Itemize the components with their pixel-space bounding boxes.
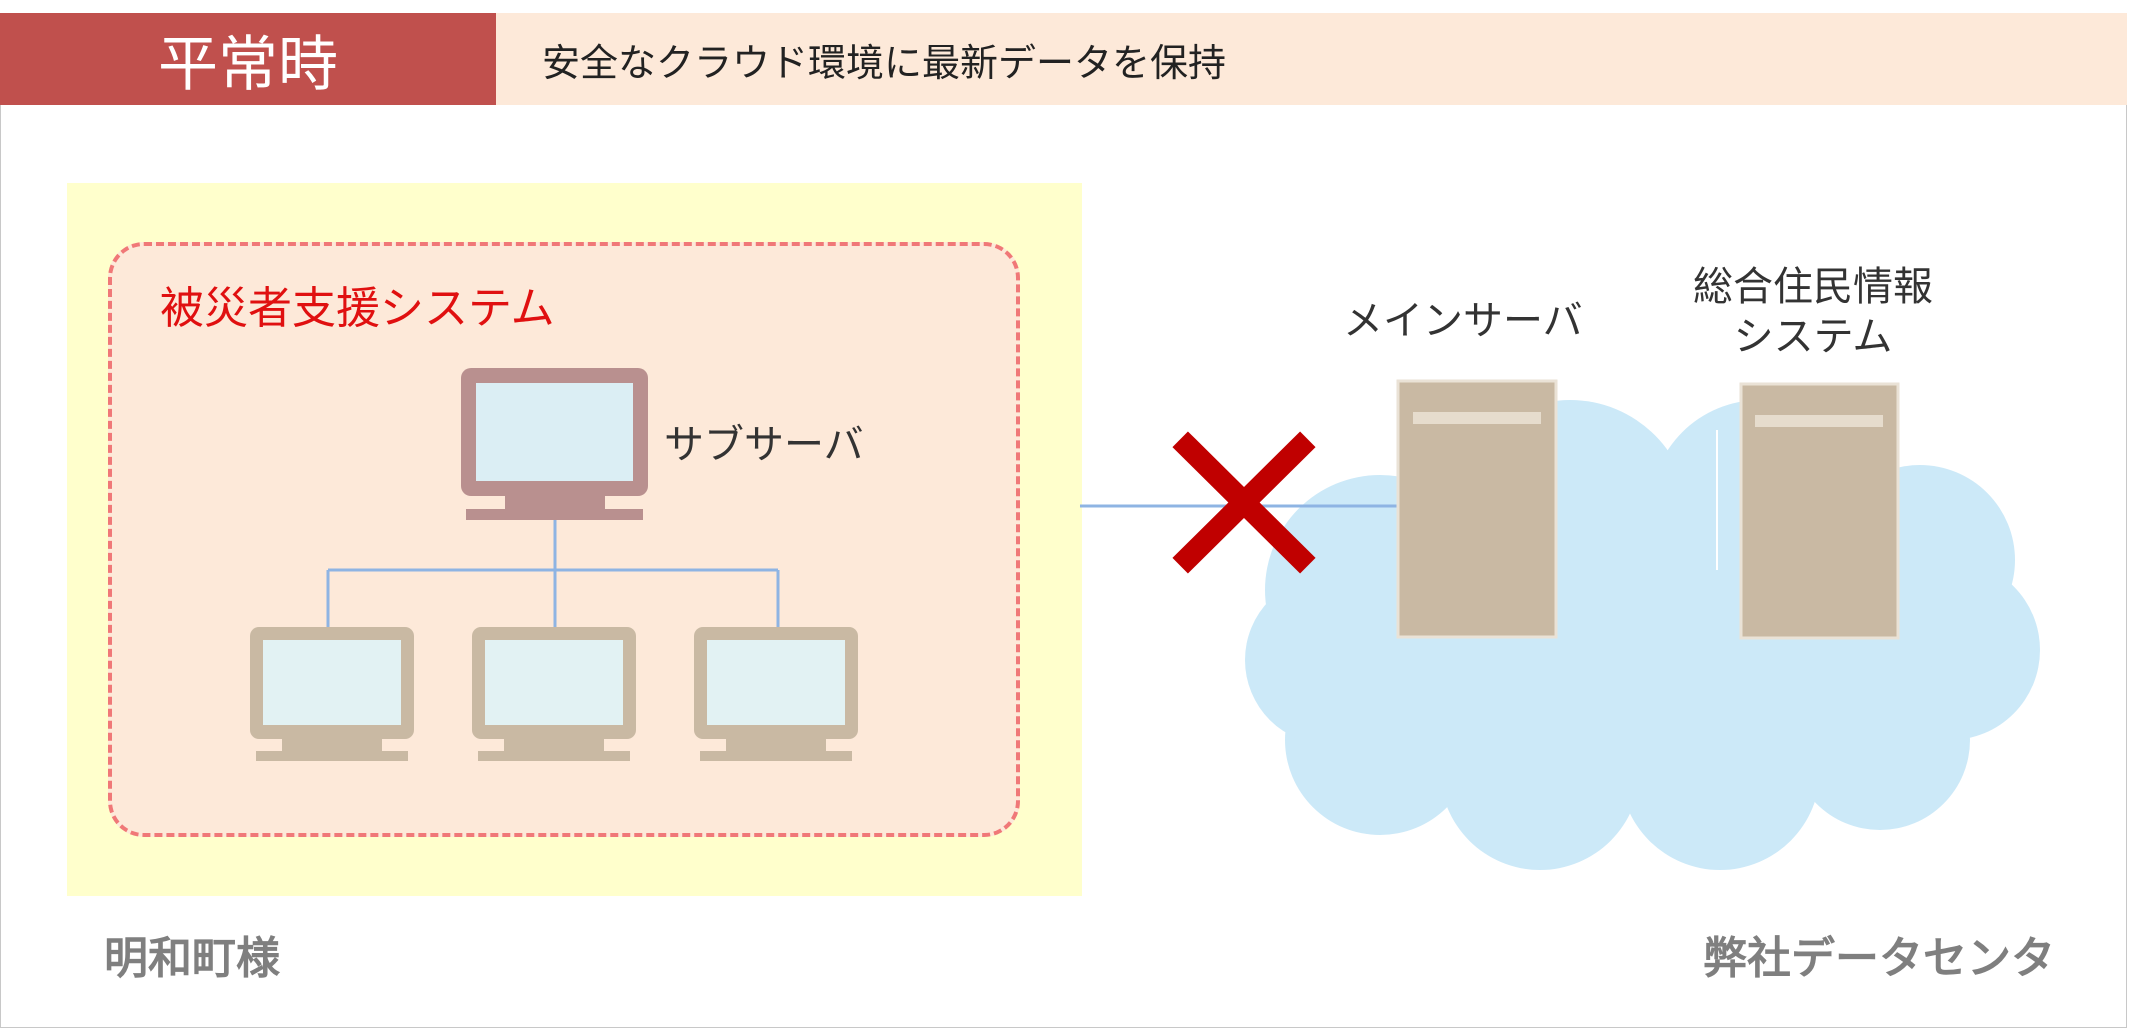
resident-system-label-line1: 総合住民情報 <box>1693 264 1933 310</box>
local-site-label: 明和町様 <box>104 933 280 984</box>
main-server-label: メインサーバ <box>1343 298 1583 344</box>
client-pc-monitor-icon <box>472 627 636 761</box>
header-description: 安全なクラウド環境に最新データを保持 <box>496 13 2127 105</box>
resident-system-label-line2: システム <box>1733 314 1893 360</box>
client-pc-monitor-icon <box>694 627 858 761</box>
resident-system-label: 総合住民情報 システム <box>1693 262 1933 362</box>
header-title: 平常時 <box>0 13 496 105</box>
sub-server-label: サブサーバ <box>664 422 864 468</box>
local-network-lines <box>326 518 780 630</box>
sub-server-monitor-icon <box>461 368 648 520</box>
main-server-icon <box>1396 379 1558 639</box>
disconnect-x-icon <box>1172 431 1316 574</box>
system-label: 被災者支援システム <box>160 283 555 334</box>
resident-system-server-icon <box>1716 382 1900 640</box>
cloud-icon <box>1245 400 2040 870</box>
datacenter-site-label: 弊社データセンタ <box>1703 933 2055 984</box>
client-pc-monitor-icon <box>250 627 414 761</box>
